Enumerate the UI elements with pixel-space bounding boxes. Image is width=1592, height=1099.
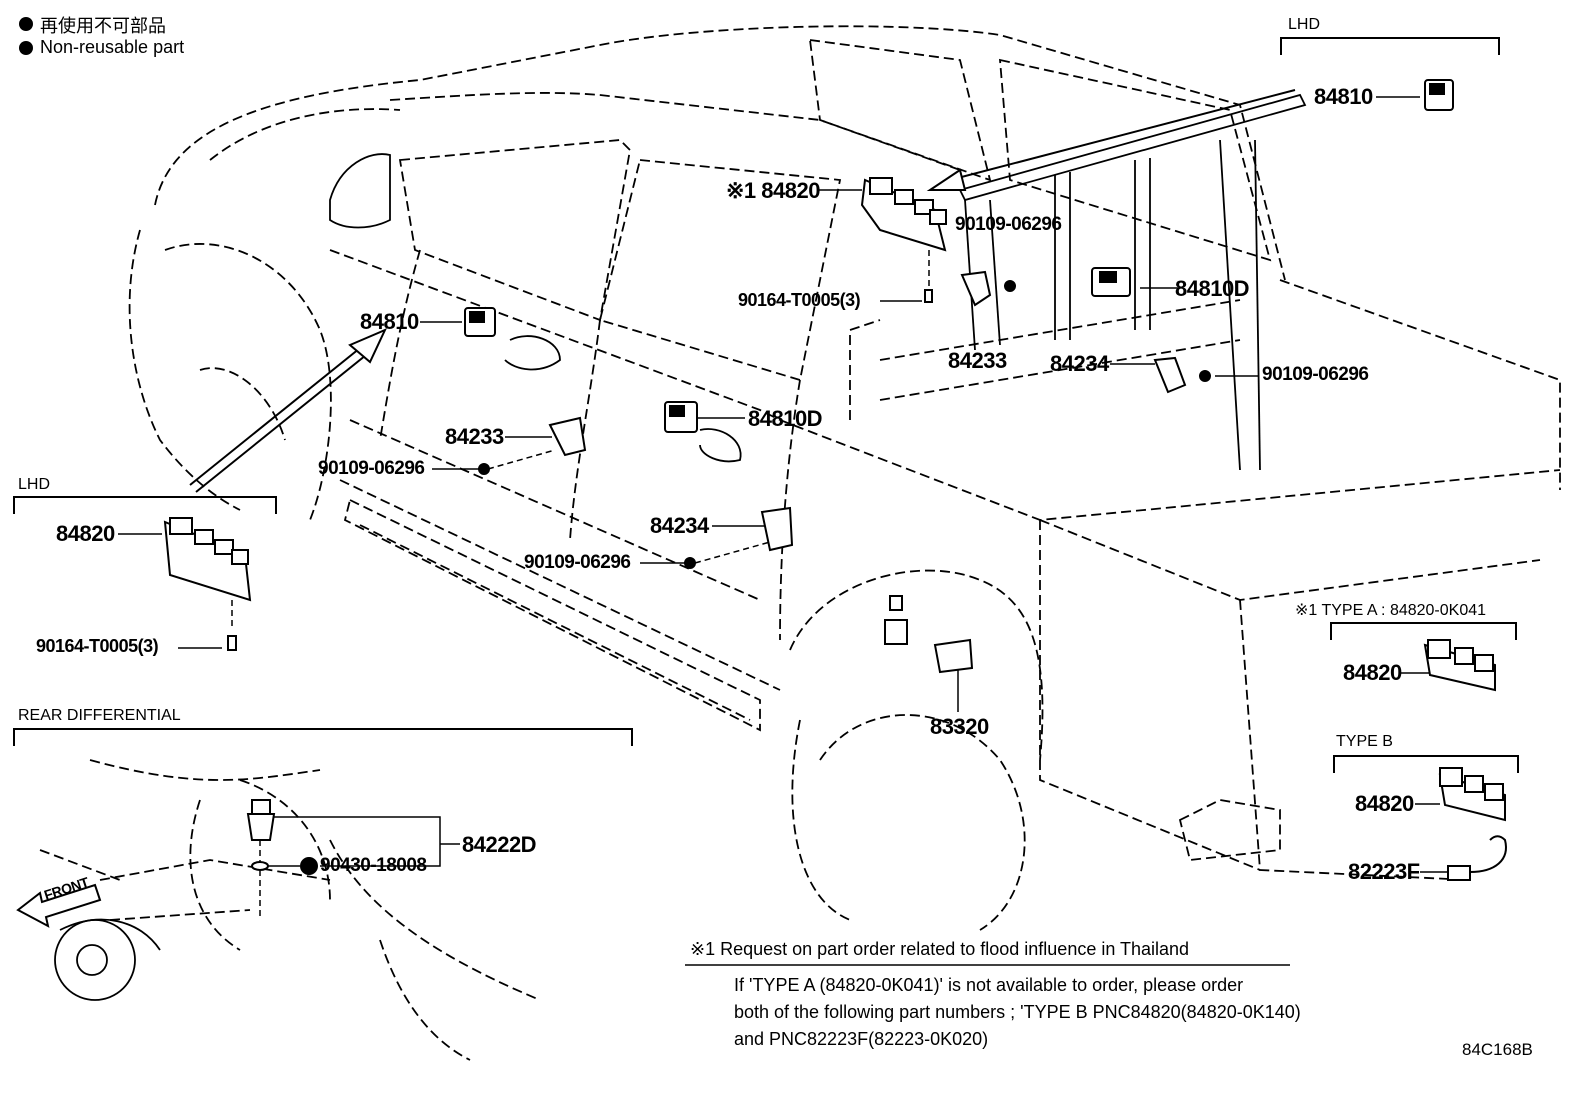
part-label-90430: 90430-18008 — [320, 855, 427, 876]
part-label-84820-type-b: 84820 — [1355, 791, 1414, 816]
pressure-switch-icon — [246, 799, 276, 841]
lhd-arrow — [189, 89, 1296, 493]
sensor-83320-icon — [884, 595, 974, 674]
part-label-83320: 83320 — [930, 714, 989, 739]
legend-en: Non-reusable part — [40, 37, 185, 57]
part-label-84810-top: 84810 — [1314, 84, 1373, 109]
clip-84233-icon — [548, 416, 587, 457]
note-line-1: If 'TYPE A (84820-0K041)' is not availab… — [734, 975, 1244, 995]
part-label-84820-lhd: 84820 — [56, 521, 115, 546]
bolt-icon — [684, 557, 696, 569]
part-label-90164-a: 90164-T0005(3) — [738, 290, 861, 310]
part-label-84233-a: 84233 — [948, 348, 1007, 373]
part-label-84810d-b: 84810D — [748, 406, 823, 431]
part-label-84820-marked: ※1 84820 — [726, 178, 820, 203]
header-type-b: TYPE B — [1336, 733, 1393, 750]
screw-icon — [227, 635, 237, 651]
bolt-icon — [1199, 370, 1211, 382]
header-lhd-top: LHD — [1288, 16, 1321, 33]
note-title: ※1 Request on part order related to floo… — [690, 939, 1190, 959]
part-label-82223f: 82223F — [1348, 859, 1420, 884]
master-switch-icon — [163, 517, 252, 602]
part-label-90109-b: 90109-06296 — [1262, 364, 1369, 385]
part-label-90109-a: 90109-06296 — [955, 214, 1062, 235]
switch-84810d-icon — [664, 401, 698, 433]
part-label-84810d-a: 84810D — [1175, 276, 1250, 301]
section-brackets — [13, 37, 1519, 966]
part-label-90109-d: 90109-06296 — [524, 552, 631, 573]
part-label-84222d: 84222D — [462, 832, 537, 857]
part-label-84234-b: 84234 — [650, 513, 709, 538]
bolt-icon — [1004, 280, 1016, 292]
header-lhd-left: LHD — [18, 476, 51, 493]
clip-84234-icon — [1153, 356, 1187, 394]
header-type-a: ※1 TYPE A : 84820-0K041 — [1295, 602, 1487, 619]
legend-bullet-icon — [19, 17, 33, 31]
master-switch-icon — [1438, 767, 1506, 822]
switch-84810-icon — [1424, 79, 1454, 111]
master-switch-icon — [1423, 639, 1496, 692]
figure-code: 84C168B — [1462, 1040, 1533, 1059]
part-label-84810-left: 84810 — [360, 309, 419, 334]
part-label-84820-type-a: 84820 — [1343, 660, 1402, 685]
legend-bullet-icon — [19, 41, 33, 55]
gasket-icon — [251, 861, 269, 871]
vehicle-outline — [39, 25, 1561, 1061]
leader-lines — [118, 96, 1448, 920]
note-line-2: both of the following part numbers ; 'TY… — [734, 1002, 1301, 1022]
front-arrow-icon — [16, 883, 102, 928]
solid-lines — [54, 93, 1307, 1001]
switch-84810d-icon — [1091, 267, 1131, 297]
part-label-84234-a: 84234 — [1050, 351, 1109, 376]
non-reusable-marker-icon — [300, 857, 318, 875]
part-label-84233-b: 84233 — [445, 424, 504, 449]
header-rear-differential: REAR DIFFERENTIAL — [18, 707, 181, 724]
master-switch-icon — [860, 177, 947, 252]
switch-84810-icon — [464, 307, 496, 337]
connector-icon — [1447, 865, 1471, 881]
part-label-90109-c: 90109-06296 — [318, 458, 425, 479]
note-line-3: and PNC82223F(82223-0K020) — [734, 1029, 989, 1049]
bolt-icon — [478, 463, 490, 475]
clip-84233-icon — [960, 270, 992, 307]
legend-jp: 再使用不可部品 — [40, 16, 166, 36]
screw-icon — [924, 289, 933, 303]
part-label-90164-b: 90164-T0005(3) — [36, 636, 159, 656]
clip-84234-icon — [760, 506, 794, 552]
part-glyphs — [163, 79, 1507, 881]
